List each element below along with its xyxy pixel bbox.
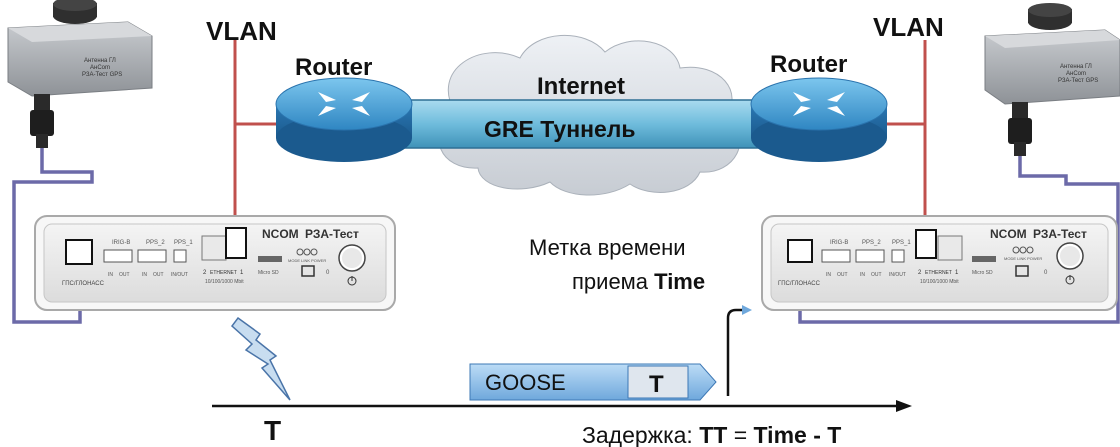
- gps-antenna-left: Антенна ГЛ АнCom РЗА-Тест GPS: [7, 0, 153, 148]
- router-label-right: Router: [770, 51, 847, 78]
- pps2-in-label: IN: [142, 272, 147, 278]
- antenna-label-line1: Антенна ГЛ: [1060, 64, 1092, 70]
- delay-prefix: Задержка:: [582, 422, 699, 447]
- timestamp-label-line1: Метка времени: [529, 235, 686, 260]
- brand-model: РЗА-Тест: [1033, 227, 1087, 241]
- ethernet-port-2: [201, 235, 227, 261]
- ethernet-port-1: [225, 227, 247, 259]
- antenna-label-line3: РЗА-Тест GPS: [82, 72, 122, 78]
- delay-expression: Time - T: [754, 422, 842, 447]
- delay-formula: Задержка: TT = Time - T: [582, 422, 841, 447]
- zero-label: 0: [1044, 270, 1048, 276]
- pps1-label: PPS_1: [892, 240, 911, 246]
- router-right: [750, 77, 888, 162]
- vlan-label-left: VLAN: [206, 16, 277, 46]
- microsd-slot: [972, 256, 996, 262]
- ethernet-port-1: [937, 235, 963, 261]
- goose-message: [469, 363, 717, 401]
- gnss-port: [787, 239, 813, 263]
- delay-tt: TT: [699, 422, 727, 447]
- timestamp-prefix: приема: [572, 269, 654, 294]
- goose-timestamp-box: [627, 365, 689, 399]
- pps2-in-label: IN: [860, 272, 865, 278]
- pps2-out-label: OUT: [153, 272, 164, 278]
- brand-prefix: NCOM: [262, 227, 299, 241]
- zero-label: 0: [326, 270, 330, 276]
- ethernet-port-2: [915, 229, 937, 259]
- antenna-label-line3: РЗА-Тест GPS: [1058, 78, 1098, 84]
- vlan-label-right: VLAN: [873, 12, 944, 42]
- eth-port-1-number: 1: [240, 270, 244, 276]
- gnss-port-label: ГПС/ГЛОНАСС: [62, 281, 105, 287]
- led-labels: MODE LINK POWER: [288, 258, 326, 263]
- eth-port-2-number: 2: [918, 270, 922, 276]
- eth-label: ETHERNET: [210, 270, 237, 276]
- lightning-icon: [230, 316, 291, 401]
- rza-test-device-right: ГПС/ГЛОНАСС IRIG-B IN OUT PPS_2 IN OUT P…: [761, 215, 1118, 311]
- microsd-slot: [258, 256, 282, 262]
- receive-timestamp-arrow: [726, 305, 752, 396]
- antenna-label-line2: АнCom: [1066, 71, 1086, 77]
- internet-label: Internet: [537, 73, 625, 100]
- delay-eq: =: [727, 422, 753, 447]
- timeline-t-label: T: [264, 415, 281, 446]
- pps2-terminal: [855, 249, 885, 263]
- gre-tunnel-label: GRE Туннель: [484, 116, 636, 142]
- power-icon: [347, 276, 357, 286]
- eth-speed-label: 10/100/1000 Mbit: [920, 279, 959, 285]
- led-labels: MODE LINK POWER: [1004, 256, 1042, 261]
- irig-terminal: [103, 249, 133, 263]
- eth-port-2-number: 2: [203, 270, 207, 276]
- microsd-label: Micro SD: [258, 270, 279, 276]
- brand-prefix: NCOM: [990, 227, 1027, 241]
- irig-in-label: IN: [826, 272, 831, 278]
- router-arrows-icon: [793, 92, 845, 116]
- pps1-terminal: [173, 249, 187, 263]
- vlan-links: [233, 40, 927, 238]
- pps1-terminal: [891, 249, 905, 263]
- eth-speed-label: 10/100/1000 Mbit: [205, 279, 244, 285]
- gnss-port: [65, 239, 93, 265]
- router-label-left: Router: [295, 54, 372, 81]
- irig-terminal: [821, 249, 851, 263]
- pps2-label: PPS_2: [146, 240, 165, 246]
- router-arrows-icon: [318, 92, 370, 116]
- power-icon: [1065, 275, 1075, 285]
- timeline: [212, 400, 912, 412]
- pps2-label: PPS_2: [862, 240, 881, 246]
- gnss-port-label: ГПС/ГЛОНАСС: [778, 281, 821, 287]
- timestamp-time-word: Time: [654, 269, 705, 294]
- pps1-label: PPS_1: [174, 240, 193, 246]
- goose-label: GOOSE: [485, 370, 566, 395]
- brand-model: РЗА-Тест: [305, 227, 359, 241]
- irig-out-label: OUT: [119, 272, 130, 278]
- usb-port: [301, 265, 315, 277]
- irig-label: IRIG-B: [830, 240, 848, 246]
- rza-test-device-left: ГПС/ГЛОНАСС IRIG-B IN OUT PPS_2 IN OUT P…: [34, 215, 396, 311]
- antenna-label-line2: АнCom: [90, 65, 110, 71]
- pps1-inout-label: IN/OUT: [171, 272, 188, 278]
- microsd-label: Micro SD: [972, 270, 993, 276]
- goose-t-label: T: [649, 371, 664, 398]
- usb-port: [1015, 265, 1029, 277]
- pps2-out-label: OUT: [871, 272, 882, 278]
- irig-label: IRIG-B: [112, 240, 130, 246]
- pps2-terminal: [137, 249, 167, 263]
- gps-cables: [12, 148, 1120, 324]
- timestamp-label-line2: приема Time: [572, 269, 705, 294]
- eth-label: ETHERNET: [925, 270, 952, 276]
- antenna-label-line1: Антенна ГЛ: [84, 58, 116, 64]
- irig-out-label: OUT: [837, 272, 848, 278]
- irig-in-label: IN: [108, 272, 113, 278]
- gps-antenna-right: Антенна ГЛ АнCom РЗА-Тест GPS: [984, 3, 1120, 156]
- eth-port-1-number: 1: [955, 270, 959, 276]
- router-left: [275, 77, 413, 162]
- pps1-inout-label: IN/OUT: [889, 272, 906, 278]
